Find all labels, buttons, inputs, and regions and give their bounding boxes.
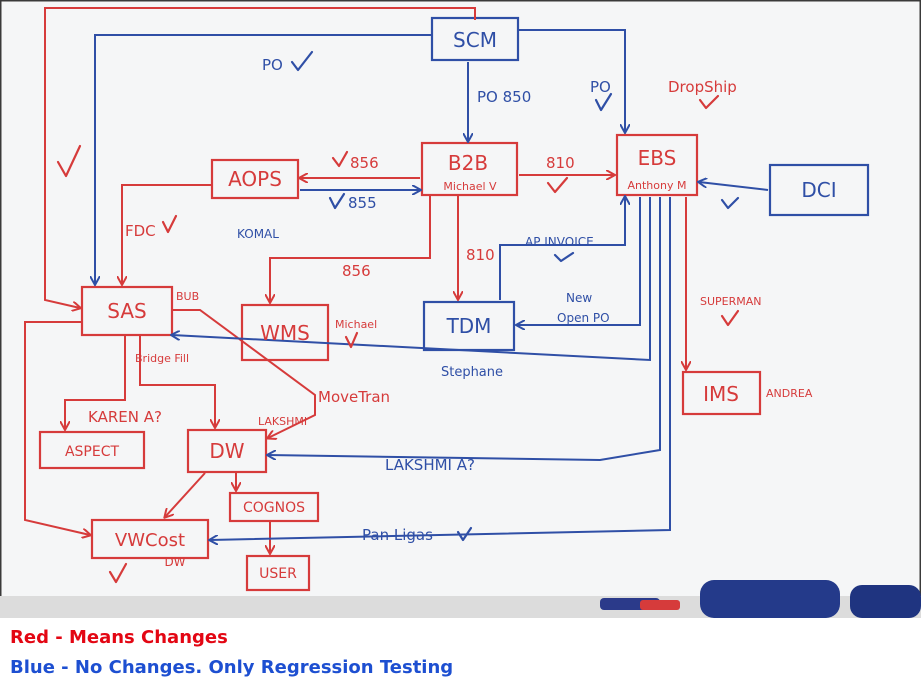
check-icon-dropship bbox=[698, 94, 720, 110]
edge-b2b-wms-856 bbox=[270, 196, 431, 302]
ebs-owner: Anthony M bbox=[628, 179, 687, 192]
edge-sas-vwcost bbox=[24, 321, 90, 535]
dci-node bbox=[768, 163, 870, 217]
tdm-label: TDM bbox=[446, 314, 492, 338]
board-surface bbox=[0, 0, 921, 618]
check-icon-fdc bbox=[161, 214, 178, 234]
check-icon-856 bbox=[331, 150, 349, 168]
edge-scm-ebs-po bbox=[518, 29, 625, 132]
vwcost-sublabel: DW bbox=[164, 555, 185, 569]
l856-b2b-aops-label: 856 bbox=[350, 154, 379, 172]
edge-ebs-sas bbox=[172, 197, 651, 362]
marker-tray bbox=[0, 596, 921, 618]
dw-owner: LAKSHMI bbox=[258, 415, 307, 428]
po-right-label: PO bbox=[590, 78, 611, 96]
edge-aops-sas bbox=[122, 184, 212, 284]
tdm-owner: Stephane bbox=[441, 365, 503, 380]
ims-label: IMS bbox=[703, 382, 739, 406]
ebs-node bbox=[615, 133, 699, 197]
aspect-node bbox=[38, 430, 146, 470]
check-icon-810 bbox=[546, 176, 569, 194]
aops-owner: KOMAL bbox=[237, 227, 279, 241]
aspect-label: ASPECT bbox=[65, 444, 120, 460]
pan-ligas-label: Pan Ligas bbox=[362, 526, 433, 544]
check-icon-apinvoice bbox=[553, 251, 575, 263]
cognos-label: COGNOS bbox=[243, 500, 305, 516]
b2b-owner: Michael V bbox=[443, 180, 497, 193]
check-icon-vwcost bbox=[108, 562, 128, 584]
check-icon-855 bbox=[328, 192, 346, 210]
check-icon-wms bbox=[344, 331, 359, 349]
check-icon-po-right bbox=[594, 92, 613, 112]
edge-ebs-vwcost-panligas bbox=[210, 197, 671, 540]
superman-label: SUPERMAN bbox=[700, 295, 762, 308]
aops-label: AOPS bbox=[228, 167, 282, 191]
new-po-label: New bbox=[566, 291, 592, 305]
bridge-fill-label: Bridge Fill bbox=[135, 352, 189, 365]
ap-invoice-label: AP INVOICE bbox=[525, 235, 594, 249]
wms-node bbox=[240, 303, 330, 362]
dropship-label: DropShip bbox=[668, 78, 737, 96]
b2b-label: B2B bbox=[448, 151, 488, 175]
vwcost-label: VWCost bbox=[115, 530, 185, 551]
ims-owner: ANDREA bbox=[766, 387, 813, 400]
edge-sas-dw-movetran bbox=[172, 309, 316, 438]
ebs-label: EBS bbox=[638, 146, 677, 170]
user-label: USER bbox=[259, 566, 297, 582]
movetran-label: MoveTran bbox=[318, 388, 390, 406]
l856-wms-label: 856 bbox=[342, 262, 371, 280]
cognos-node bbox=[228, 491, 320, 523]
edge-dw-vwcost bbox=[165, 472, 206, 517]
check-icon-dci bbox=[720, 196, 740, 210]
check-icon-superman bbox=[720, 309, 740, 327]
sas-label: SAS bbox=[107, 299, 146, 323]
l810-tdm-label: 810 bbox=[466, 246, 495, 264]
edge-ebs-dw-lakshmi bbox=[268, 197, 661, 462]
lakshmi-q-label: LAKSHMI A? bbox=[385, 456, 475, 474]
whiteboard-photo: SCM B2B EBS AOPS DCI SAS WMS TDM IMS DW … bbox=[0, 0, 921, 620]
legend-red: Red - Means Changes bbox=[10, 627, 228, 648]
karen-label: KAREN A? bbox=[88, 408, 162, 426]
scm-label: SCM bbox=[453, 28, 497, 52]
sas-tag: BUB bbox=[176, 290, 199, 303]
l855-label: 855 bbox=[348, 194, 377, 212]
user-node bbox=[245, 554, 311, 592]
edge-sas-dw bbox=[139, 336, 215, 427]
edge-scm-ebs-dropship bbox=[44, 7, 476, 308]
po850-label: PO 850 bbox=[477, 88, 531, 106]
edge-dci-ebs bbox=[699, 182, 769, 191]
edge-sas-aspect bbox=[65, 336, 126, 429]
open-po-label: Open PO bbox=[557, 311, 610, 325]
fdc-label: FDC bbox=[125, 222, 156, 240]
dw-label: DW bbox=[209, 439, 244, 463]
dci-label: DCI bbox=[801, 178, 836, 202]
check-icon-panligas bbox=[456, 526, 473, 542]
legend-blue: Blue - No Changes. Only Regression Testi… bbox=[10, 657, 454, 678]
check-icon-po bbox=[290, 50, 314, 72]
marker-icons bbox=[600, 580, 921, 618]
check-icon-left bbox=[56, 144, 82, 178]
po-top-label: PO bbox=[262, 56, 283, 74]
wms-label: WMS bbox=[260, 321, 310, 345]
edge-ebs-tdm-openpo bbox=[517, 197, 641, 325]
l810-b2b-ebs-label: 810 bbox=[546, 154, 575, 172]
edge-scm-sas-po bbox=[95, 34, 432, 284]
b2b-node bbox=[420, 141, 519, 197]
edge-tdm-ebs-apinvoice bbox=[499, 197, 625, 300]
ims-node bbox=[681, 370, 762, 416]
wms-owner: Michael bbox=[335, 318, 377, 331]
